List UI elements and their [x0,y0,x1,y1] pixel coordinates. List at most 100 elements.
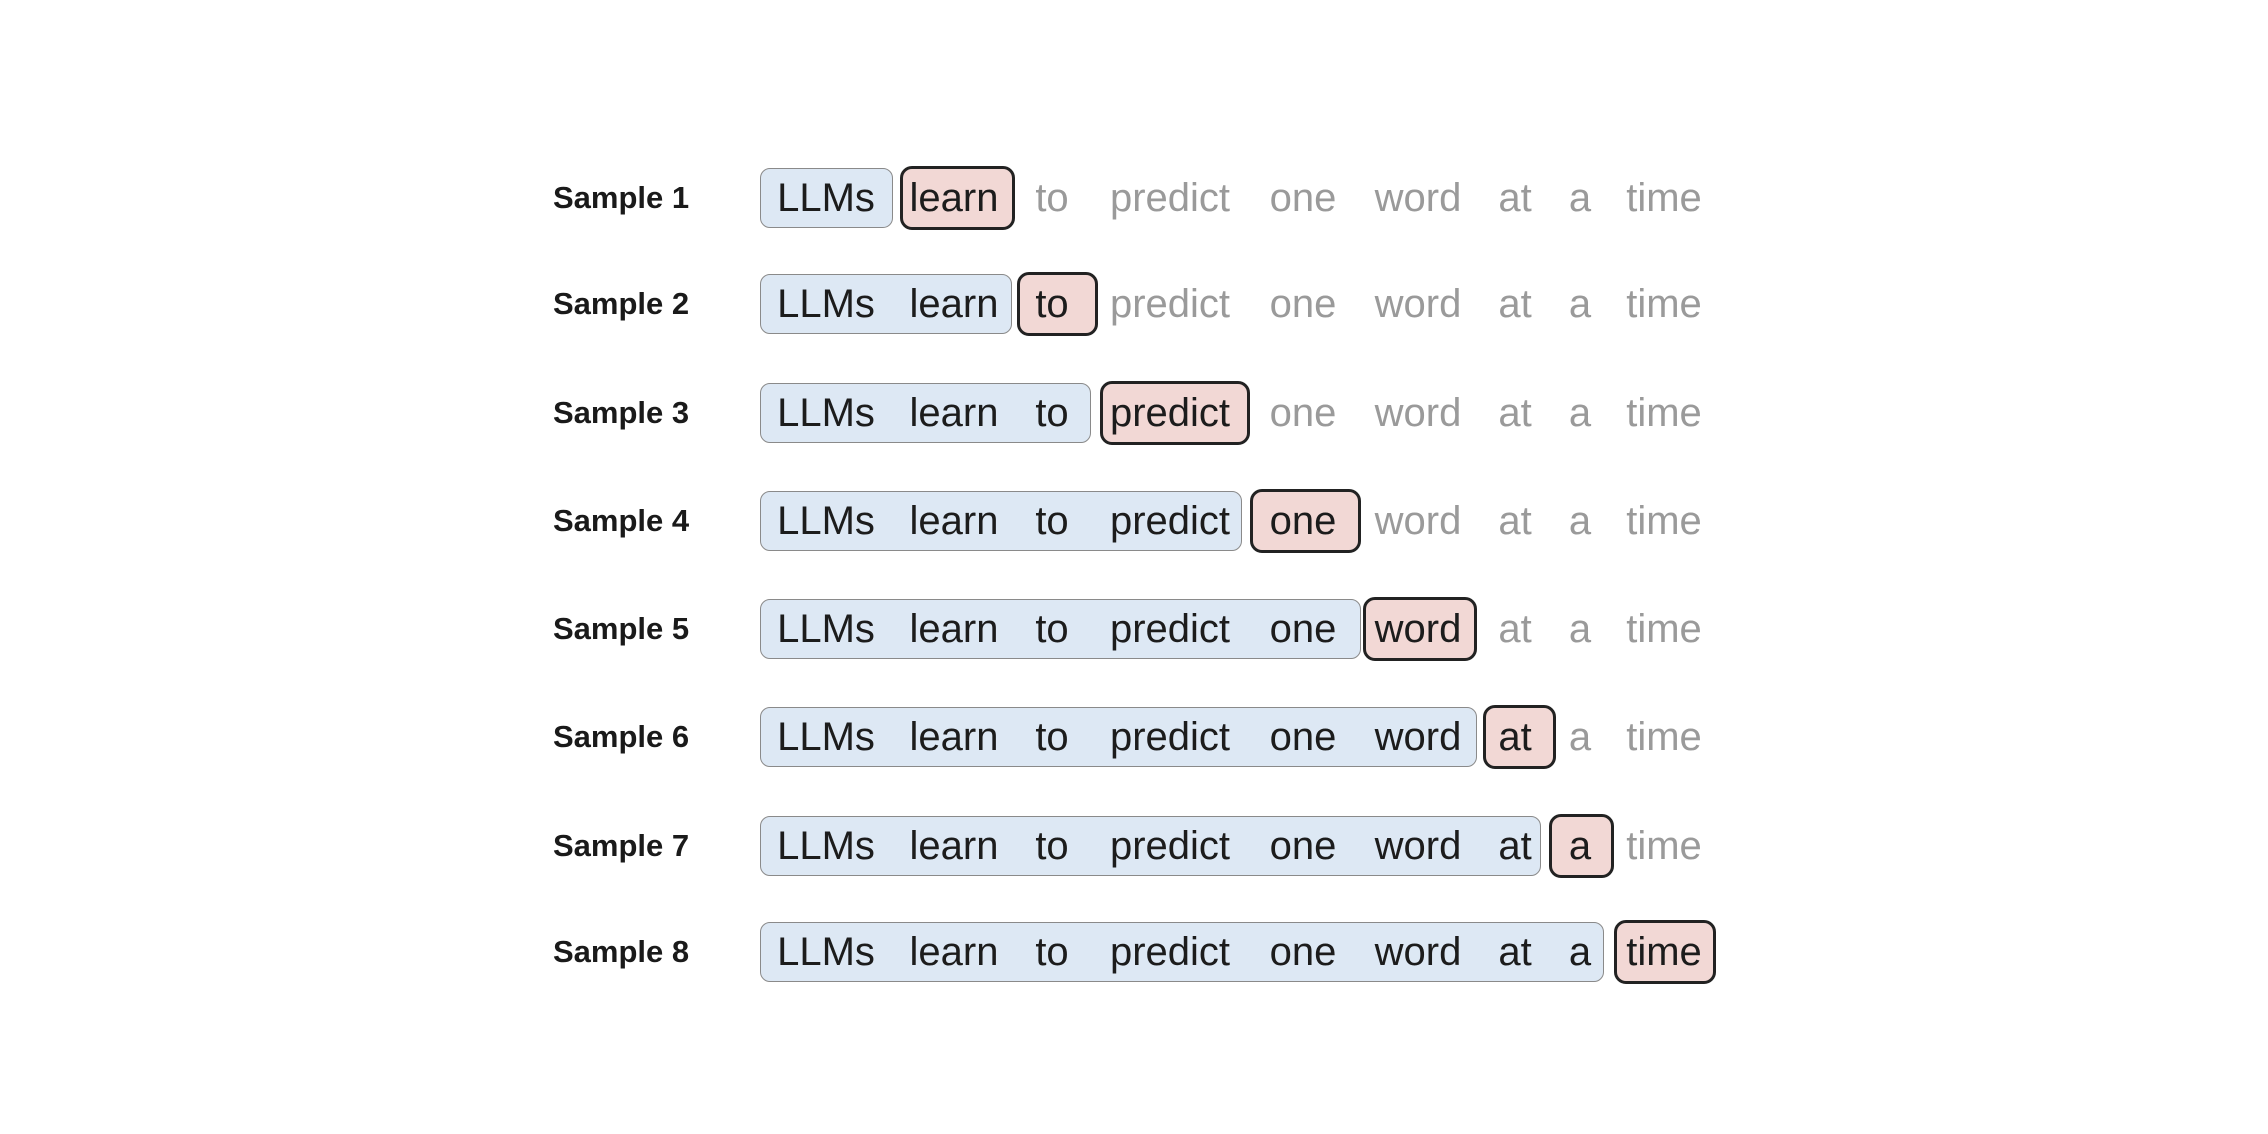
future-word: word [1374,282,1462,326]
future-word: a [1568,715,1592,759]
target-word-box [1614,920,1716,984]
context-box [760,491,1242,551]
context-word: to [1035,391,1069,435]
context-word: LLMs [777,607,875,651]
target-word: learn [909,176,999,220]
context-box [760,707,1477,767]
context-word: to [1035,930,1069,974]
context-word: to [1035,824,1069,868]
context-word: LLMs [777,930,875,974]
context-word: learn [909,824,999,868]
context-word: LLMs [777,176,875,220]
context-word: one [1269,930,1337,974]
target-word-box [1483,705,1556,769]
future-word: at [1498,176,1532,220]
target-word: time [1626,930,1702,974]
future-word: time [1626,715,1702,759]
context-word: one [1269,607,1337,651]
target-word: at [1498,715,1532,759]
future-word: time [1626,391,1702,435]
sample-label: Sample 1 [553,180,690,215]
sample-label: Sample 6 [553,719,690,754]
future-word: word [1374,499,1462,543]
context-word: to [1035,499,1069,543]
future-word: word [1374,176,1462,220]
context-word: predict [1109,824,1231,868]
future-word: at [1498,282,1532,326]
future-word: a [1568,176,1592,220]
future-word: a [1568,282,1592,326]
target-word-box [900,166,1015,230]
context-word: a [1568,930,1592,974]
context-word: predict [1109,607,1231,651]
context-word: LLMs [777,824,875,868]
target-word: one [1269,499,1337,543]
context-box [760,168,893,228]
future-word: a [1568,499,1592,543]
sample-label: Sample 8 [553,934,690,969]
target-word: predict [1109,391,1231,435]
future-word: time [1626,176,1702,220]
context-word: LLMs [777,282,875,326]
future-word: a [1568,391,1592,435]
future-word: time [1626,499,1702,543]
future-word: time [1626,282,1702,326]
context-word: LLMs [777,499,875,543]
context-word: LLMs [777,391,875,435]
sample-label: Sample 3 [553,395,690,430]
future-word: one [1269,391,1337,435]
context-word: learn [909,499,999,543]
context-word: predict [1109,715,1231,759]
context-word: learn [909,391,999,435]
target-word: word [1374,607,1462,651]
context-word: to [1035,607,1069,651]
context-word: learn [909,930,999,974]
future-word: one [1269,176,1337,220]
context-word: at [1498,824,1532,868]
target-word-box [1100,381,1250,445]
context-word: predict [1109,930,1231,974]
context-word: one [1269,824,1337,868]
context-word: learn [909,607,999,651]
context-word: word [1374,824,1462,868]
future-word: predict [1109,282,1231,326]
sample-label: Sample 2 [553,286,690,321]
future-word: at [1498,607,1532,651]
target-word-box [1017,272,1098,336]
target-word: a [1568,824,1592,868]
future-word: word [1374,391,1462,435]
context-box [760,383,1091,443]
context-box [760,816,1541,876]
sample-label: Sample 7 [553,828,690,863]
future-word: to [1035,176,1069,220]
context-box [760,599,1361,659]
target-word-box [1549,814,1614,878]
future-word: a [1568,607,1592,651]
sample-label: Sample 5 [553,611,690,646]
context-box [760,922,1604,982]
target-word-box [1363,597,1477,661]
context-word: learn [909,715,999,759]
future-word: time [1626,607,1702,651]
sample-label: Sample 4 [553,503,690,538]
context-word: predict [1109,499,1231,543]
context-word: to [1035,715,1069,759]
context-box [760,274,1012,334]
context-word: LLMs [777,715,875,759]
target-word-box [1250,489,1361,553]
future-word: at [1498,499,1532,543]
context-word: word [1374,930,1462,974]
future-word: time [1626,824,1702,868]
future-word: at [1498,391,1532,435]
context-word: one [1269,715,1337,759]
target-word: to [1035,282,1069,326]
context-word: learn [909,282,999,326]
